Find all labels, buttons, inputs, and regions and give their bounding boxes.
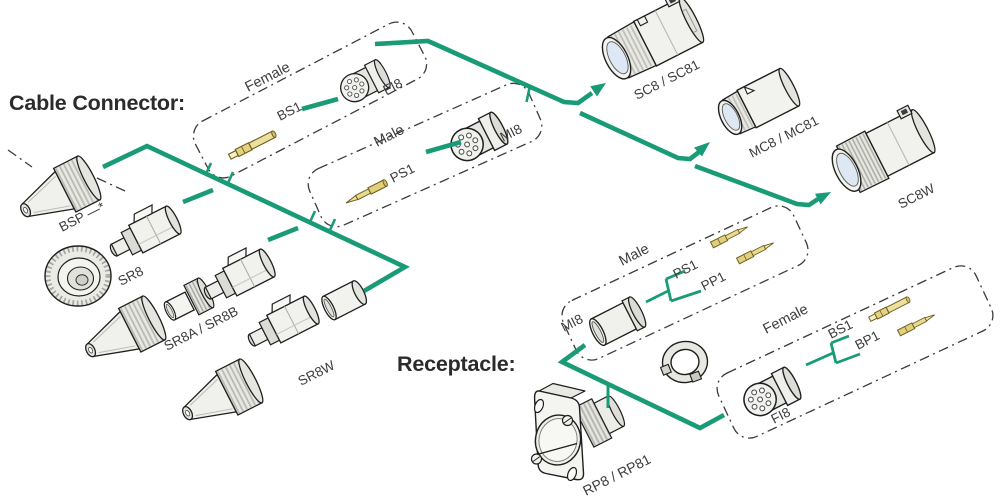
sr8w-sleeve xyxy=(318,278,370,323)
ps1-solder-pin xyxy=(710,223,750,249)
label-ps1-receptacle: PS1 xyxy=(671,257,701,282)
cable-connector-title: Cable Connector: xyxy=(9,91,185,115)
bp1-pcb-pin xyxy=(897,311,937,337)
label-sr8w: SR8W xyxy=(296,357,338,388)
sr8w-tap-line xyxy=(267,225,299,243)
sr8-collet xyxy=(100,197,185,266)
label-bp1-receptacle: BP1 xyxy=(853,328,883,353)
sc8w-flow-line xyxy=(694,163,820,208)
sr8w-boot xyxy=(173,357,267,437)
receptacle-title: Receptacle: xyxy=(397,352,516,376)
label-receptacle-male: Male xyxy=(617,241,652,270)
sc8-arrowhead xyxy=(590,83,606,97)
sr8a-boot xyxy=(76,294,170,374)
centerline-marks xyxy=(7,149,126,192)
labels: Cable Connector: Receptacle: Female BS1 … xyxy=(9,57,937,498)
label-sr8: SR8 xyxy=(116,263,146,288)
sc8w-arrowhead xyxy=(815,192,831,205)
sr8w-collet xyxy=(238,287,323,356)
locking-ring xyxy=(657,339,710,387)
mc8-arrowhead xyxy=(694,142,710,157)
knurled-ring-rear xyxy=(45,246,111,306)
sr8-tap-line xyxy=(182,187,214,205)
label-rp8-rp81: RP8 / RP81 xyxy=(580,451,653,498)
receptacle-male-kit-box xyxy=(561,205,809,361)
label-pp1-receptacle: PP1 xyxy=(699,269,729,294)
label-ps1-cable: PS1 xyxy=(388,161,418,186)
ps1-contact-pin xyxy=(343,178,389,207)
flow-arrowheads xyxy=(590,83,831,205)
receptacle-female-kit-box xyxy=(716,265,994,439)
label-cable-male: Male xyxy=(372,122,407,151)
bs1-fi8-link xyxy=(301,96,339,112)
mc8-flow-line xyxy=(579,110,701,162)
rp8-receptacle xyxy=(530,382,626,482)
label-bs1-cable: BS1 xyxy=(275,99,305,124)
cable-connector-parts xyxy=(11,154,370,437)
mi8-receptacle-insert xyxy=(584,294,650,351)
male-pin-branch xyxy=(645,269,702,304)
sc8-flow-line xyxy=(374,38,594,106)
receptacle-parts xyxy=(530,223,937,482)
branch-tick-marks xyxy=(204,87,531,231)
female-pin-branch xyxy=(805,334,861,367)
ps1-mi8-link xyxy=(425,139,462,155)
label-receptacle-female: Female xyxy=(761,301,811,337)
cable-bus-line xyxy=(102,143,410,293)
flow-lines xyxy=(102,38,861,431)
receptacle-bus-line xyxy=(557,343,726,431)
pp1-pcb-pin xyxy=(736,239,776,265)
label-sc8w: SC8W xyxy=(896,180,938,211)
cable-male-kit-box xyxy=(307,82,543,228)
bs1-solder-pin xyxy=(867,295,912,323)
